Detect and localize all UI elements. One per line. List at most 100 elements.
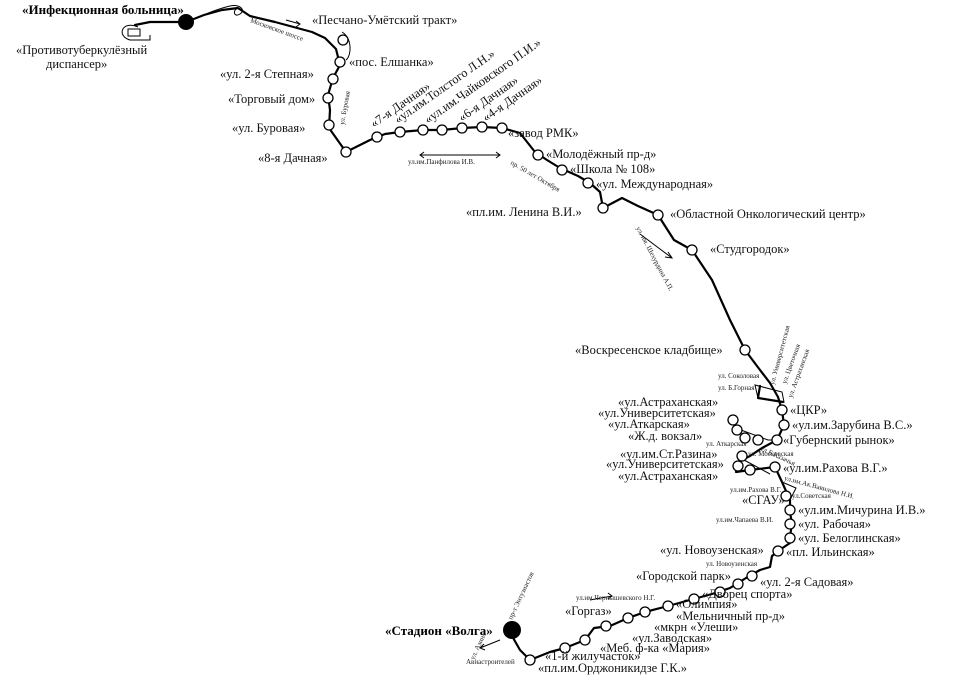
stop-label: «ул.Университетская» <box>598 406 716 420</box>
stop-marker[interactable] <box>727 414 739 426</box>
stop-label: «Областной Онкологический центр» <box>670 207 866 221</box>
stop-marker[interactable] <box>732 460 744 472</box>
stop-marker[interactable] <box>436 124 448 136</box>
stop-label: «пл.им.Орджоникидзе Г.К.» <box>538 661 687 675</box>
stop-label: «пос. Елшанка» <box>349 55 434 69</box>
stop-marker[interactable] <box>337 34 349 46</box>
street-label: пр-т Энтузиастов <box>507 570 536 621</box>
stop-label: «Песчано-Умётский тракт» <box>312 13 457 27</box>
stop-marker[interactable] <box>746 570 758 582</box>
stop-marker[interactable] <box>784 504 796 516</box>
stop-marker[interactable] <box>476 121 488 133</box>
stop-marker[interactable] <box>323 119 335 131</box>
direction-arrow <box>639 233 674 259</box>
stop-label: «Мельничный пр-д» <box>676 609 785 623</box>
stop-label: диспансер» <box>46 57 107 71</box>
stop-marker[interactable] <box>731 424 743 436</box>
street-label: ул.им.Панфилова И.В. <box>408 158 475 166</box>
stop-label: «Дворец спорта» <box>702 587 792 601</box>
stop-marker[interactable] <box>744 464 756 476</box>
stop-marker[interactable] <box>532 149 544 161</box>
stop-label: «ул. Буровая» <box>232 121 305 135</box>
stop-label: «ул. 2-я Степная» <box>220 67 314 81</box>
street-label: Авиастроителей <box>466 658 515 666</box>
direction-arrow <box>589 592 613 601</box>
stop-marker[interactable] <box>736 450 748 462</box>
street-label: ул. Б.Горная <box>718 384 755 392</box>
stop-marker[interactable] <box>752 434 764 446</box>
stop-label: «8-я Дачная» <box>258 151 328 165</box>
stop-label: «ул. Новоузенская» <box>660 543 764 557</box>
stop-marker[interactable] <box>714 586 726 598</box>
stop-marker[interactable] <box>776 404 788 416</box>
stop-label: «ул. Международная» <box>596 177 713 191</box>
stop-label: «Торговый дом» <box>228 92 315 106</box>
stop-marker[interactable] <box>771 434 783 446</box>
stop-marker[interactable] <box>496 122 508 134</box>
stop-marker[interactable] <box>456 122 468 134</box>
street-label: ул.Советская <box>792 492 832 500</box>
street-label: ул. им. Шехурдина А.П. <box>634 225 675 292</box>
stop-label: «Горгаз» <box>565 604 612 618</box>
stop-marker[interactable] <box>622 612 634 624</box>
stop-marker[interactable] <box>340 146 352 158</box>
stop-marker[interactable] <box>327 73 339 85</box>
terminal-end-marker[interactable] <box>503 621 521 639</box>
stop-label: «Олимпия» <box>676 597 738 611</box>
stop-marker[interactable] <box>417 124 429 136</box>
stop-label: «Губернский рынок» <box>783 433 895 447</box>
street-label: ул.им.Рахова В.Г. <box>730 486 782 494</box>
street-label: ул.им.Чапаева В.И. <box>716 516 773 524</box>
stop-marker[interactable] <box>739 432 751 444</box>
terminal-start-marker[interactable] <box>178 14 194 30</box>
stop-label: «Городской парк» <box>636 569 731 583</box>
stop-marker[interactable] <box>579 634 591 646</box>
stop-label: «Противотуберкулёзный <box>16 43 147 57</box>
street-label: ул. Московская <box>748 450 794 458</box>
stop-label: «Молодёжный пр-д» <box>546 147 656 161</box>
direction-arrow <box>285 19 301 28</box>
stop-marker[interactable] <box>600 620 612 632</box>
stop-marker[interactable] <box>784 518 796 530</box>
street-label: ул.им.Чернышевского Н.Г. <box>576 594 655 602</box>
stop-marker[interactable] <box>686 244 698 256</box>
stop-label: «Школа № 108» <box>570 162 655 176</box>
stop-label: «ул. 2-я Садовая» <box>760 575 854 589</box>
depot-marker <box>127 28 141 37</box>
stop-marker[interactable] <box>524 654 536 666</box>
stop-label: «ул.Университетская» <box>606 457 724 471</box>
stop-marker[interactable] <box>652 209 664 221</box>
stop-label: «ул.Заводская» <box>632 631 712 645</box>
stop-label: «завод РМК» <box>508 126 579 140</box>
route-branch <box>781 481 797 501</box>
stop-marker[interactable] <box>780 490 792 502</box>
route-branch <box>743 459 771 475</box>
stop-marker[interactable] <box>582 177 594 189</box>
stop-marker[interactable] <box>639 606 651 618</box>
stop-label: «ул. Белоглинская» <box>798 531 901 545</box>
stop-marker[interactable] <box>688 593 700 605</box>
stop-marker[interactable] <box>559 642 571 654</box>
stop-marker[interactable] <box>556 164 568 176</box>
stop-label: «ул.им.Ст.Разина» <box>620 447 717 461</box>
stop-marker[interactable] <box>334 56 346 68</box>
stop-marker[interactable] <box>597 202 609 214</box>
stop-label: «Меб. ф-ка «Мария» <box>600 641 710 655</box>
stop-marker[interactable] <box>772 545 784 557</box>
stop-label: «ул.им.Зарубина В.С.» <box>792 418 913 432</box>
stop-label: «1-й жилучасток» <box>545 649 641 663</box>
stop-marker[interactable] <box>739 344 751 356</box>
route-loop-center-bold <box>756 384 785 404</box>
stop-marker[interactable] <box>784 532 796 544</box>
route-loop-start <box>185 5 243 23</box>
street-label: ул. Соколовая <box>718 372 760 380</box>
stop-marker[interactable] <box>394 126 406 138</box>
stop-marker[interactable] <box>732 578 744 590</box>
stop-marker[interactable] <box>371 131 383 143</box>
stop-label: «пл.им. Ленина В.И.» <box>466 205 582 219</box>
stop-marker[interactable] <box>769 461 781 473</box>
stop-marker[interactable] <box>778 419 790 431</box>
stop-marker[interactable] <box>322 92 334 104</box>
stop-marker[interactable] <box>662 600 674 612</box>
